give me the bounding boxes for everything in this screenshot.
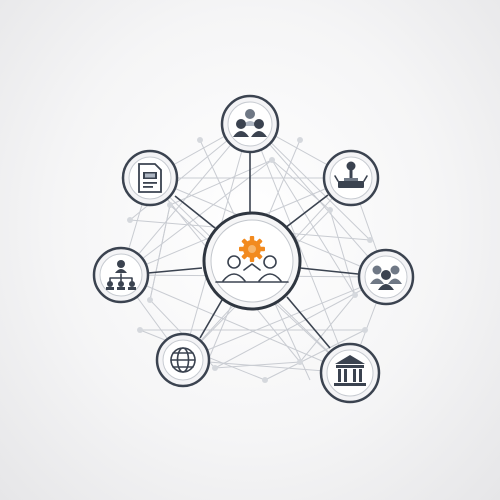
bank-building-icon	[334, 355, 366, 386]
presenter-podium-icon	[334, 161, 368, 188]
group-people-icon	[233, 109, 267, 137]
hub-spokes	[147, 152, 359, 349]
org-chart-icon	[106, 260, 136, 290]
globe-icon	[170, 347, 196, 373]
node-top[interactable]	[220, 94, 280, 154]
node-bottom-left[interactable]	[155, 332, 211, 388]
node-top-left[interactable]	[121, 149, 179, 207]
document-icon	[138, 163, 162, 193]
node-right[interactable]	[357, 248, 415, 306]
hub-node[interactable]	[202, 211, 302, 311]
team-gear-icon	[215, 236, 289, 283]
node-left[interactable]	[92, 246, 150, 304]
node-bottom-right[interactable]	[319, 342, 381, 404]
node-top-right[interactable]	[322, 149, 380, 207]
people-group-icon	[370, 265, 402, 290]
